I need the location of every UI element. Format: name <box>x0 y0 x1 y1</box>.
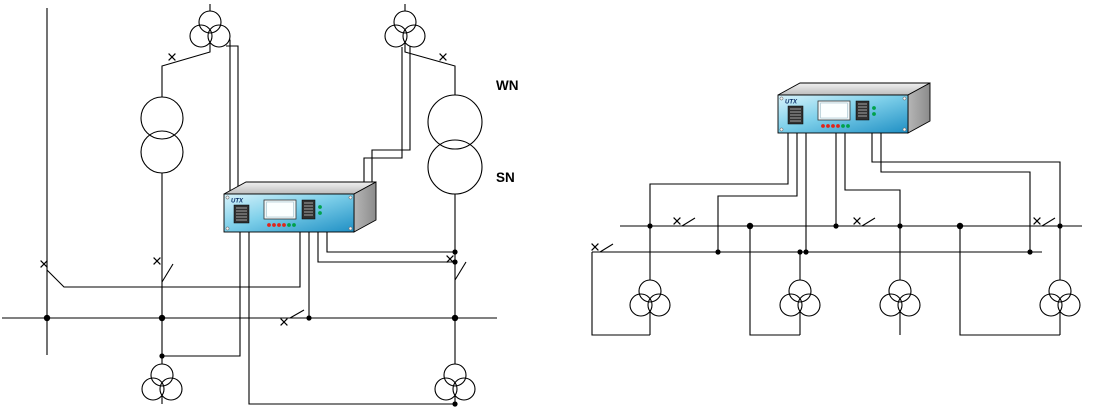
relay-wire <box>880 133 1031 252</box>
feeder-return-line <box>591 252 650 336</box>
left-diagram: WN SN <box>2 4 519 407</box>
disconnector-x-icon <box>446 255 454 263</box>
relay-wire <box>162 232 241 357</box>
current-transformer-icon <box>189 10 231 48</box>
relay-wire <box>317 232 455 263</box>
disconnector-blade <box>681 217 696 227</box>
disconnector-x-icon <box>153 257 161 265</box>
current-transformer-icon <box>1039 279 1081 317</box>
left-junction-dots <box>43 249 459 407</box>
relay-wire <box>844 133 901 226</box>
power-transformer-icon <box>427 94 483 195</box>
power-transformer-icon <box>140 96 184 174</box>
current-transformer-icon <box>629 279 671 317</box>
disconnector-x-icon <box>280 318 288 326</box>
feeder-return-line <box>749 226 800 336</box>
tap-to-relay-line <box>46 232 301 288</box>
feeder-return-line <box>959 226 1060 336</box>
relay-wire <box>649 133 789 226</box>
disconnector-x-icon <box>590 243 600 251</box>
disconnector-blade <box>289 309 305 319</box>
relay-wire <box>871 133 1061 226</box>
disconnector-x-icon <box>168 52 176 62</box>
right-disconnectors <box>590 217 1056 253</box>
protection-relay-device <box>223 181 377 233</box>
disconnector-x-icon <box>439 52 447 62</box>
relay-wire <box>717 133 798 252</box>
left-wiring <box>2 4 497 405</box>
disconnector-x-icon <box>672 217 682 225</box>
right-diagram <box>590 82 1082 336</box>
disconnector-x-icon <box>39 260 49 268</box>
relay-wire <box>248 232 455 405</box>
label-wn: WN <box>496 78 519 93</box>
right-junction-dots <box>647 222 1063 255</box>
ct-secondary-wire <box>371 40 411 182</box>
current-transformer-icon <box>879 279 921 317</box>
current-transformer-icon <box>779 279 821 317</box>
disconnector-x-icon <box>852 217 862 225</box>
current-transformer-icon <box>434 363 476 401</box>
disconnector-blade <box>599 243 614 253</box>
disconnector-blade <box>454 261 467 281</box>
current-transformer-icon <box>141 363 183 401</box>
relay-wire <box>326 232 455 253</box>
disconnector-blade <box>161 263 174 283</box>
disconnector-blade <box>861 217 876 227</box>
ct-secondary-wire <box>226 45 239 194</box>
current-transformer-icon <box>384 10 426 48</box>
disconnector-blade <box>1041 217 1056 227</box>
label-sn: SN <box>496 170 515 185</box>
right-wiring <box>591 133 1082 336</box>
protection-relay-device <box>777 82 931 134</box>
ct-secondary-wire <box>222 39 231 194</box>
ct-secondary-wire <box>363 47 403 182</box>
left-disconnectors <box>39 52 467 326</box>
disconnector-x-icon <box>1032 217 1042 225</box>
